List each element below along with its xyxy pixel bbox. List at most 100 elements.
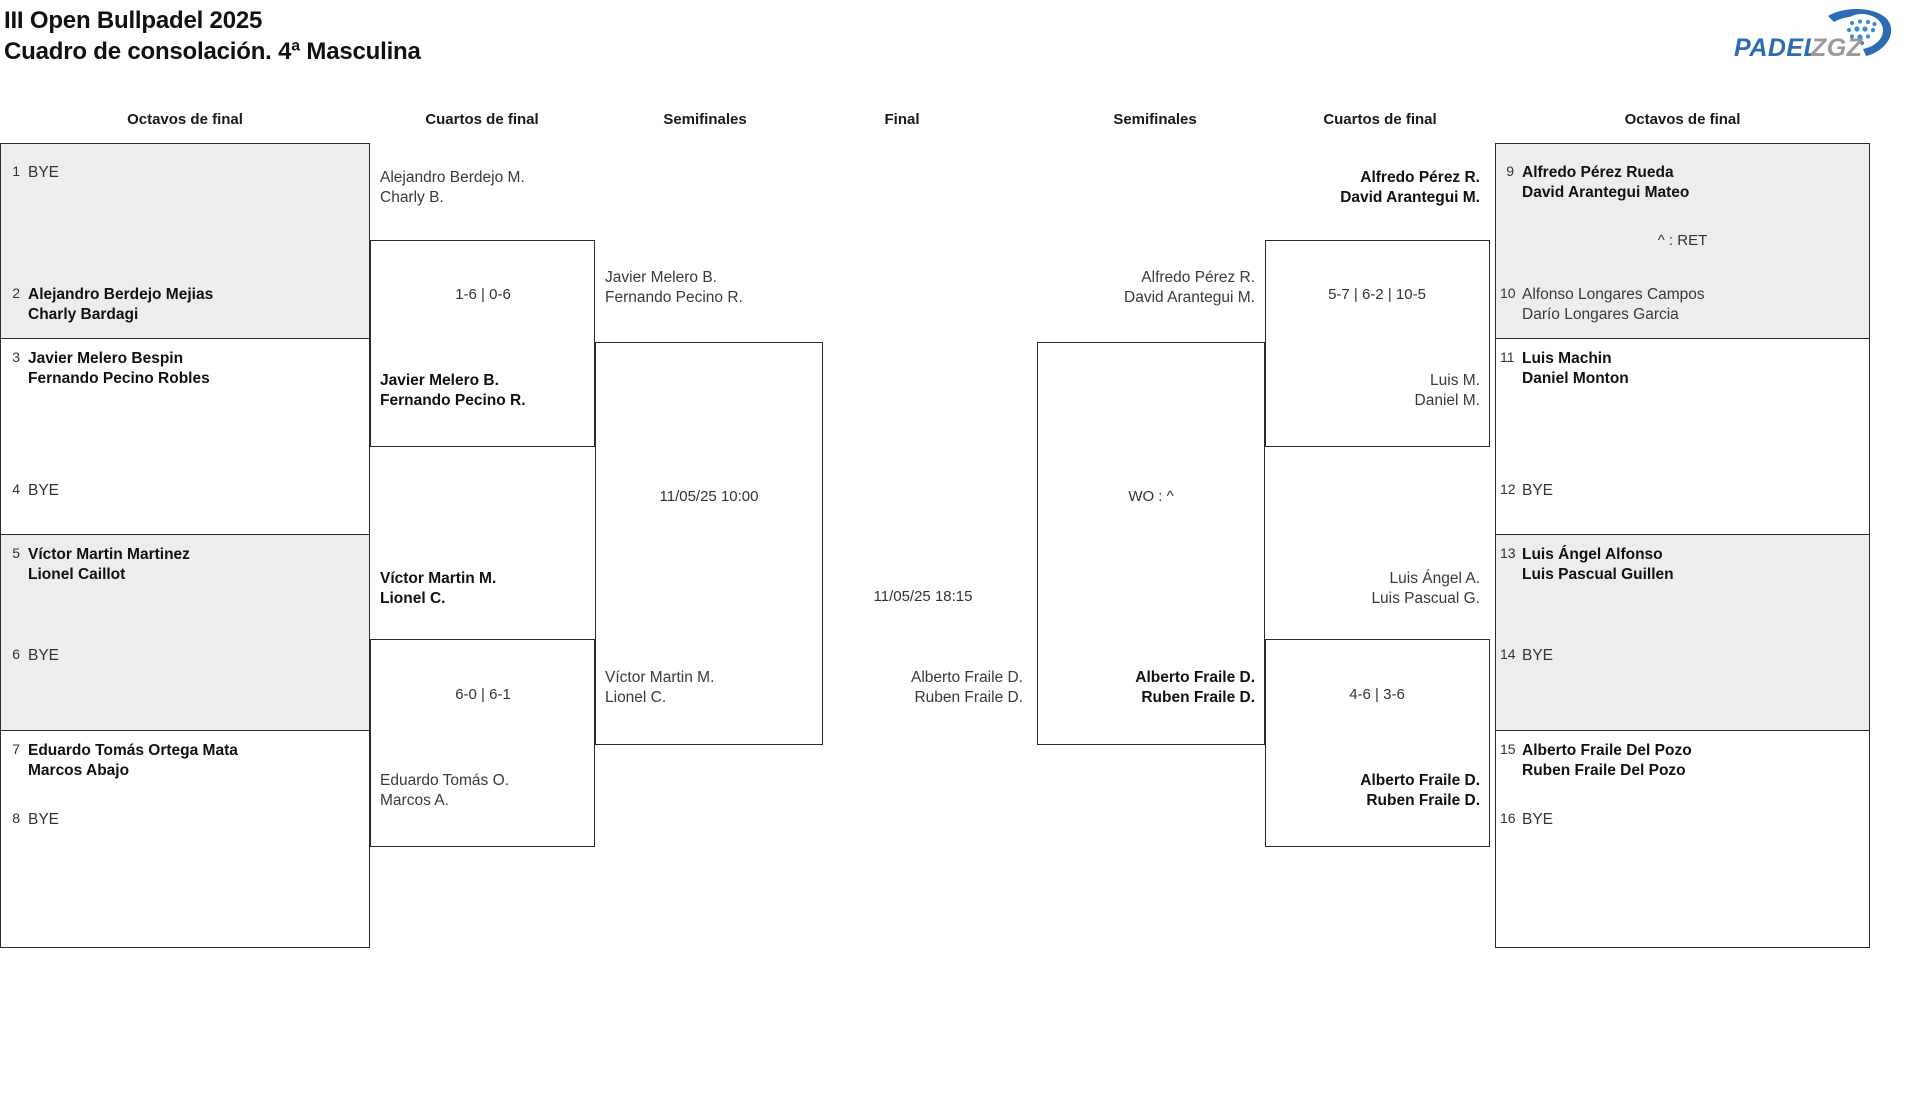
team-names: BYE: [1522, 482, 1554, 499]
right-r16-slot-16[interactable]: 16 BYE: [1500, 800, 1865, 830]
seed-number: 1: [12, 163, 20, 179]
round-header-left-qf: Cuartos de final: [425, 111, 539, 128]
seed-number: 12: [1500, 481, 1516, 497]
left-r16-slot-8[interactable]: 8 BYE: [6, 800, 366, 830]
left-sf-entry-2: Víctor Martin M.Lionel C.: [605, 669, 715, 706]
shade-band-right-1: [1496, 144, 1869, 338]
logo-text-zgz: ZGZ: [1810, 34, 1864, 62]
team-names: BYE: [1522, 811, 1554, 828]
seed-number: 2: [12, 285, 20, 301]
right-r16-frame: [1495, 143, 1870, 948]
right-qf-box-1[interactable]: [1265, 240, 1490, 447]
left-qf-score-1: 1-6 | 0-6: [455, 286, 511, 303]
team-names: BYE: [28, 482, 60, 499]
seed-number: 5: [12, 545, 20, 561]
left-qf-entry-2: Javier Melero B.Fernando Pecino R.: [380, 372, 526, 409]
left-qf-entry-1: Alejandro Berdejo M.Charly B.: [380, 169, 525, 206]
seed-number: 9: [1506, 163, 1514, 179]
right-qf-score-1: 5-7 | 6-2 | 10-5: [1328, 286, 1426, 303]
round-header-left-sf: Semifinales: [663, 111, 747, 128]
right-r16-divider-1: [1495, 338, 1870, 339]
round-header-right-sf: Semifinales: [1113, 111, 1197, 128]
tournament-title: III Open Bullpadel 2025: [4, 7, 263, 34]
left-r16-divider-2: [0, 534, 370, 535]
right-qf-entry-3: Luis Ángel A.Luis Pascual G.: [1371, 570, 1480, 607]
left-qf-score-2: 6-0 | 6-1: [455, 686, 511, 703]
team-names: BYE: [1522, 647, 1554, 664]
right-sf-score: WO : ^: [1128, 488, 1174, 505]
seed-number: 13: [1500, 545, 1516, 561]
right-qf-entry-1: Alfredo Pérez R.David Arantegui M.: [1340, 169, 1480, 206]
left-r16-slot-4[interactable]: 4 BYE: [6, 471, 366, 501]
seed-number: 14: [1500, 646, 1516, 662]
team-names: BYE: [28, 164, 60, 181]
seed-number: 16: [1500, 810, 1516, 826]
team-names: BYE: [28, 647, 60, 664]
right-qf-score-2: 4-6 | 3-6: [1349, 686, 1405, 703]
shade-band-right-2: [1496, 534, 1869, 730]
left-sf-box[interactable]: [595, 342, 823, 745]
seed-number: 8: [12, 810, 20, 826]
left-r16-divider-3: [0, 730, 370, 731]
bracket-subtitle: Cuadro de consolación. 4ª Masculina: [4, 38, 421, 65]
round-header-right-qf: Cuartos de final: [1323, 111, 1437, 128]
right-r16-divider-2: [1495, 534, 1870, 535]
right-sf-entry-2: Alberto Fraile D.Ruben Fraile D.: [1135, 669, 1255, 706]
left-sf-entry-1: Javier Melero B.Fernando Pecino R.: [605, 269, 743, 306]
final-schedule: 11/05/25 18:15: [873, 588, 973, 605]
padelzgz-logo: PADEL ZGZ: [1716, 6, 1906, 70]
left-r16-slot-1[interactable]: 1 BYE: [6, 153, 366, 183]
seed-number: 6: [12, 646, 20, 662]
left-qf-entry-3: Víctor Martin M.Lionel C.: [380, 570, 497, 607]
right-sf-box[interactable]: [1037, 342, 1265, 745]
logo-text-padel: PADEL: [1734, 34, 1819, 62]
left-sf-schedule: 11/05/25 10:00: [659, 488, 759, 505]
final-left-entry: Alberto Fraile D.Ruben Fraile D.: [911, 669, 1023, 706]
round-header-left-r16: Octavos de final: [127, 111, 243, 128]
team-names: BYE: [28, 811, 60, 828]
right-r16-divider-3: [1495, 730, 1870, 731]
round-header-final: Final: [884, 111, 920, 128]
seed-number: 15: [1500, 741, 1516, 757]
seed-number: 10: [1500, 285, 1516, 301]
left-r16-slot-6[interactable]: 6 BYE: [6, 636, 366, 666]
right-qf-entry-4: Alberto Fraile D.Ruben Fraile D.: [1360, 772, 1480, 809]
left-r16-divider-1: [0, 338, 370, 339]
right-r16-slot-12[interactable]: 12 BYE: [1500, 471, 1865, 501]
right-sf-entry-1: Alfredo Pérez R.David Arantegui M.: [1124, 269, 1255, 306]
shade-band-left-2: [1, 534, 369, 730]
left-r16-frame: [0, 143, 370, 948]
seed-number: 3: [12, 349, 20, 365]
left-qf-entry-4: Eduardo Tomás O.Marcos A.: [380, 772, 509, 809]
right-r16-slot-14[interactable]: 14 BYE: [1500, 636, 1865, 666]
round-header-right-r16: Octavos de final: [1624, 111, 1741, 128]
right-qf-entry-2: Luis M.Daniel M.: [1414, 372, 1480, 409]
page-title: III Open Bullpadel 2025 Cuadro de consol…: [4, 5, 421, 67]
shade-band-left-1: [1, 144, 369, 338]
left-qf-box-1[interactable]: [370, 240, 595, 447]
seed-number: 7: [12, 741, 20, 757]
right-qf-box-2[interactable]: [1265, 639, 1490, 847]
left-qf-box-2[interactable]: [370, 639, 595, 847]
seed-number: 11: [1500, 349, 1515, 365]
seed-number: 4: [12, 481, 20, 497]
